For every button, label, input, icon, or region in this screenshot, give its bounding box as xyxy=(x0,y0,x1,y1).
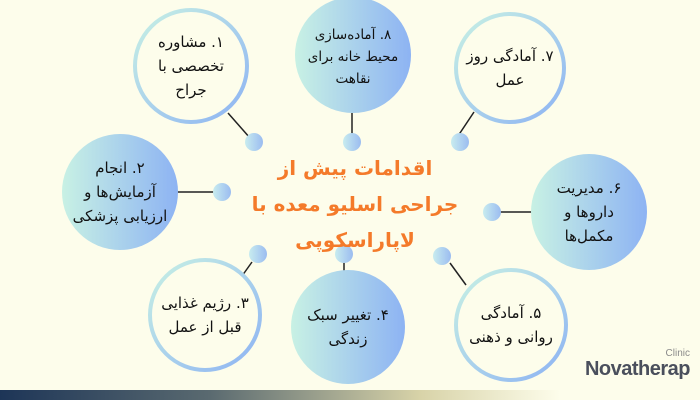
dot-4 xyxy=(335,245,353,263)
dot-1 xyxy=(245,133,263,151)
step-label: ۲. انجام آزمایش‌ها و ارزیابی پزشکی xyxy=(72,159,168,225)
step-4: ۴. تغییر سبک زندگی xyxy=(291,270,405,384)
step-3: ۳. رژیم غذایی قبل از عمل xyxy=(148,258,262,372)
circle-3 xyxy=(148,258,262,372)
step-2: ۲. انجام آزمایش‌ها و ارزیابی پزشکی xyxy=(63,135,177,249)
diagram-title: اقدامات پیش از جراحی اسلیو معده با لاپار… xyxy=(251,156,459,252)
step-5: ۵. آمادگی روانی و ذهنی xyxy=(454,268,568,382)
brand-logo: Clinic Novatherap xyxy=(584,348,691,380)
dot-8 xyxy=(343,133,361,151)
connector-1 xyxy=(227,112,251,139)
step-8: ۸. آماده‌سازی محیط خانه برای نقاهت xyxy=(296,0,410,114)
dot-7 xyxy=(451,133,469,151)
circle-2 xyxy=(62,134,178,250)
connector-7 xyxy=(457,111,475,137)
connector-5 xyxy=(449,262,467,286)
brand-name: Novatherap xyxy=(584,358,691,380)
circle-6 xyxy=(531,154,647,270)
step-6: ۶. مدیریت داروها و مکمل‌ها xyxy=(532,155,646,269)
step-label: ۱. مشاوره تخصصی با جراح xyxy=(158,33,224,99)
circle-7 xyxy=(454,12,566,124)
dot-2 xyxy=(213,183,231,201)
step-7: ۷. آمادگی روز عمل xyxy=(453,11,567,125)
brand-clinic: Clinic xyxy=(665,348,690,359)
circle-5 xyxy=(454,268,568,382)
step-label: ۳. رژیم غذایی قبل از عمل xyxy=(161,294,249,336)
step-label: ۴. تغییر سبک زندگی xyxy=(307,306,389,348)
dot-5 xyxy=(433,247,451,265)
circle-8 xyxy=(295,0,411,113)
step-label: ۷. آمادگی روز عمل xyxy=(466,47,554,89)
circle-1 xyxy=(133,8,249,124)
step-label: ۸. آماده‌سازی محیط خانه برای نقاهت xyxy=(307,27,399,87)
footer-gradient-bar xyxy=(0,390,700,400)
circle-4 xyxy=(291,270,405,384)
step-1: ۱. مشاوره تخصصی با جراح xyxy=(134,9,248,123)
dot-6 xyxy=(483,203,501,221)
step-label: ۵. آمادگی روانی و ذهنی xyxy=(469,304,553,346)
dot-3 xyxy=(249,245,267,263)
step-label: ۶. مدیریت داروها و مکمل‌ها xyxy=(556,179,622,245)
